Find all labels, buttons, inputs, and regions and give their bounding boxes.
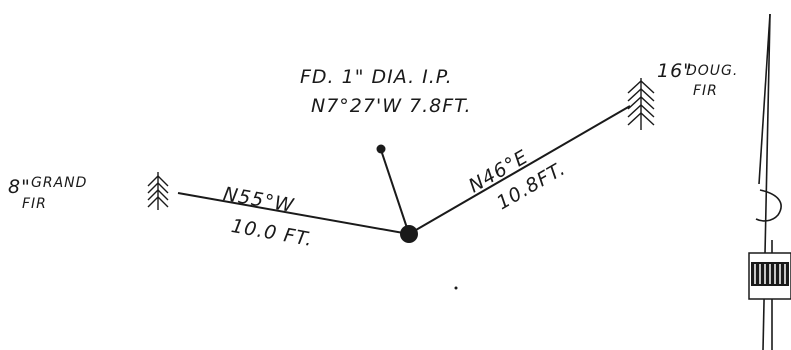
left-tree-symbol [147,172,169,210]
right-tree-symbol [627,78,655,130]
corner-stamp [748,252,791,300]
stray-dot [454,286,458,290]
left-tree-species: GRAND [31,175,88,191]
monument-bearing-label: N7°27'W 7.8FT. [311,95,472,117]
monument-tie-line [380,149,410,235]
left-tree-size: 8" [8,176,31,198]
left-tie-line [177,192,410,235]
right-tree-fir: FIR [693,83,718,99]
right-tie-line [408,105,631,235]
right-tree-species: DOUG. [686,63,739,79]
right-tree-size: 16" [657,60,693,82]
monument-label: FD. 1" DIA. I.P. [300,66,453,88]
found-pipe-point [376,144,386,154]
corner-point [400,225,418,243]
left-tree-fir: FIR [22,196,47,212]
